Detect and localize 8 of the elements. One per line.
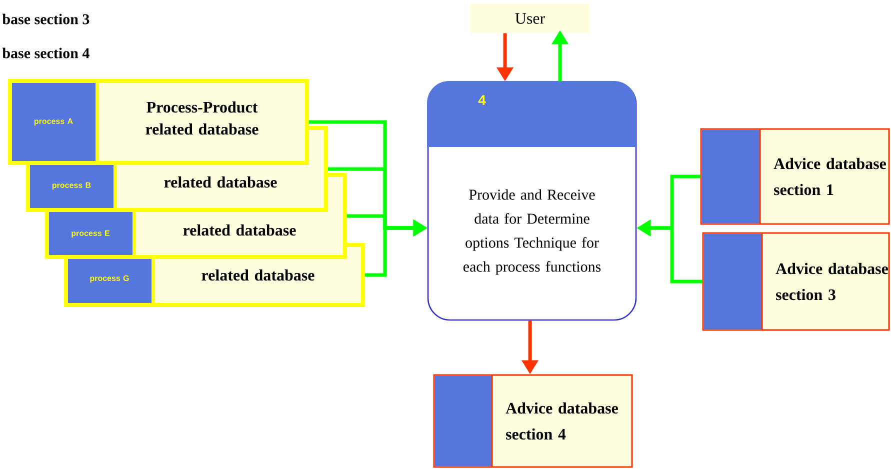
user-box: User	[470, 4, 590, 33]
database-box: Advice database section 3	[702, 232, 890, 331]
database-box: Advice database section 4	[433, 374, 633, 468]
process-box: 4 Provide and Receive data for Determine options Technique for each process functions	[427, 81, 637, 321]
label-text: base section 3	[2, 14, 90, 24]
database-card: process A Process-Product related database	[8, 79, 309, 165]
label-text: base section 4	[2, 48, 90, 58]
database-box: Advice database section 1	[700, 128, 890, 225]
